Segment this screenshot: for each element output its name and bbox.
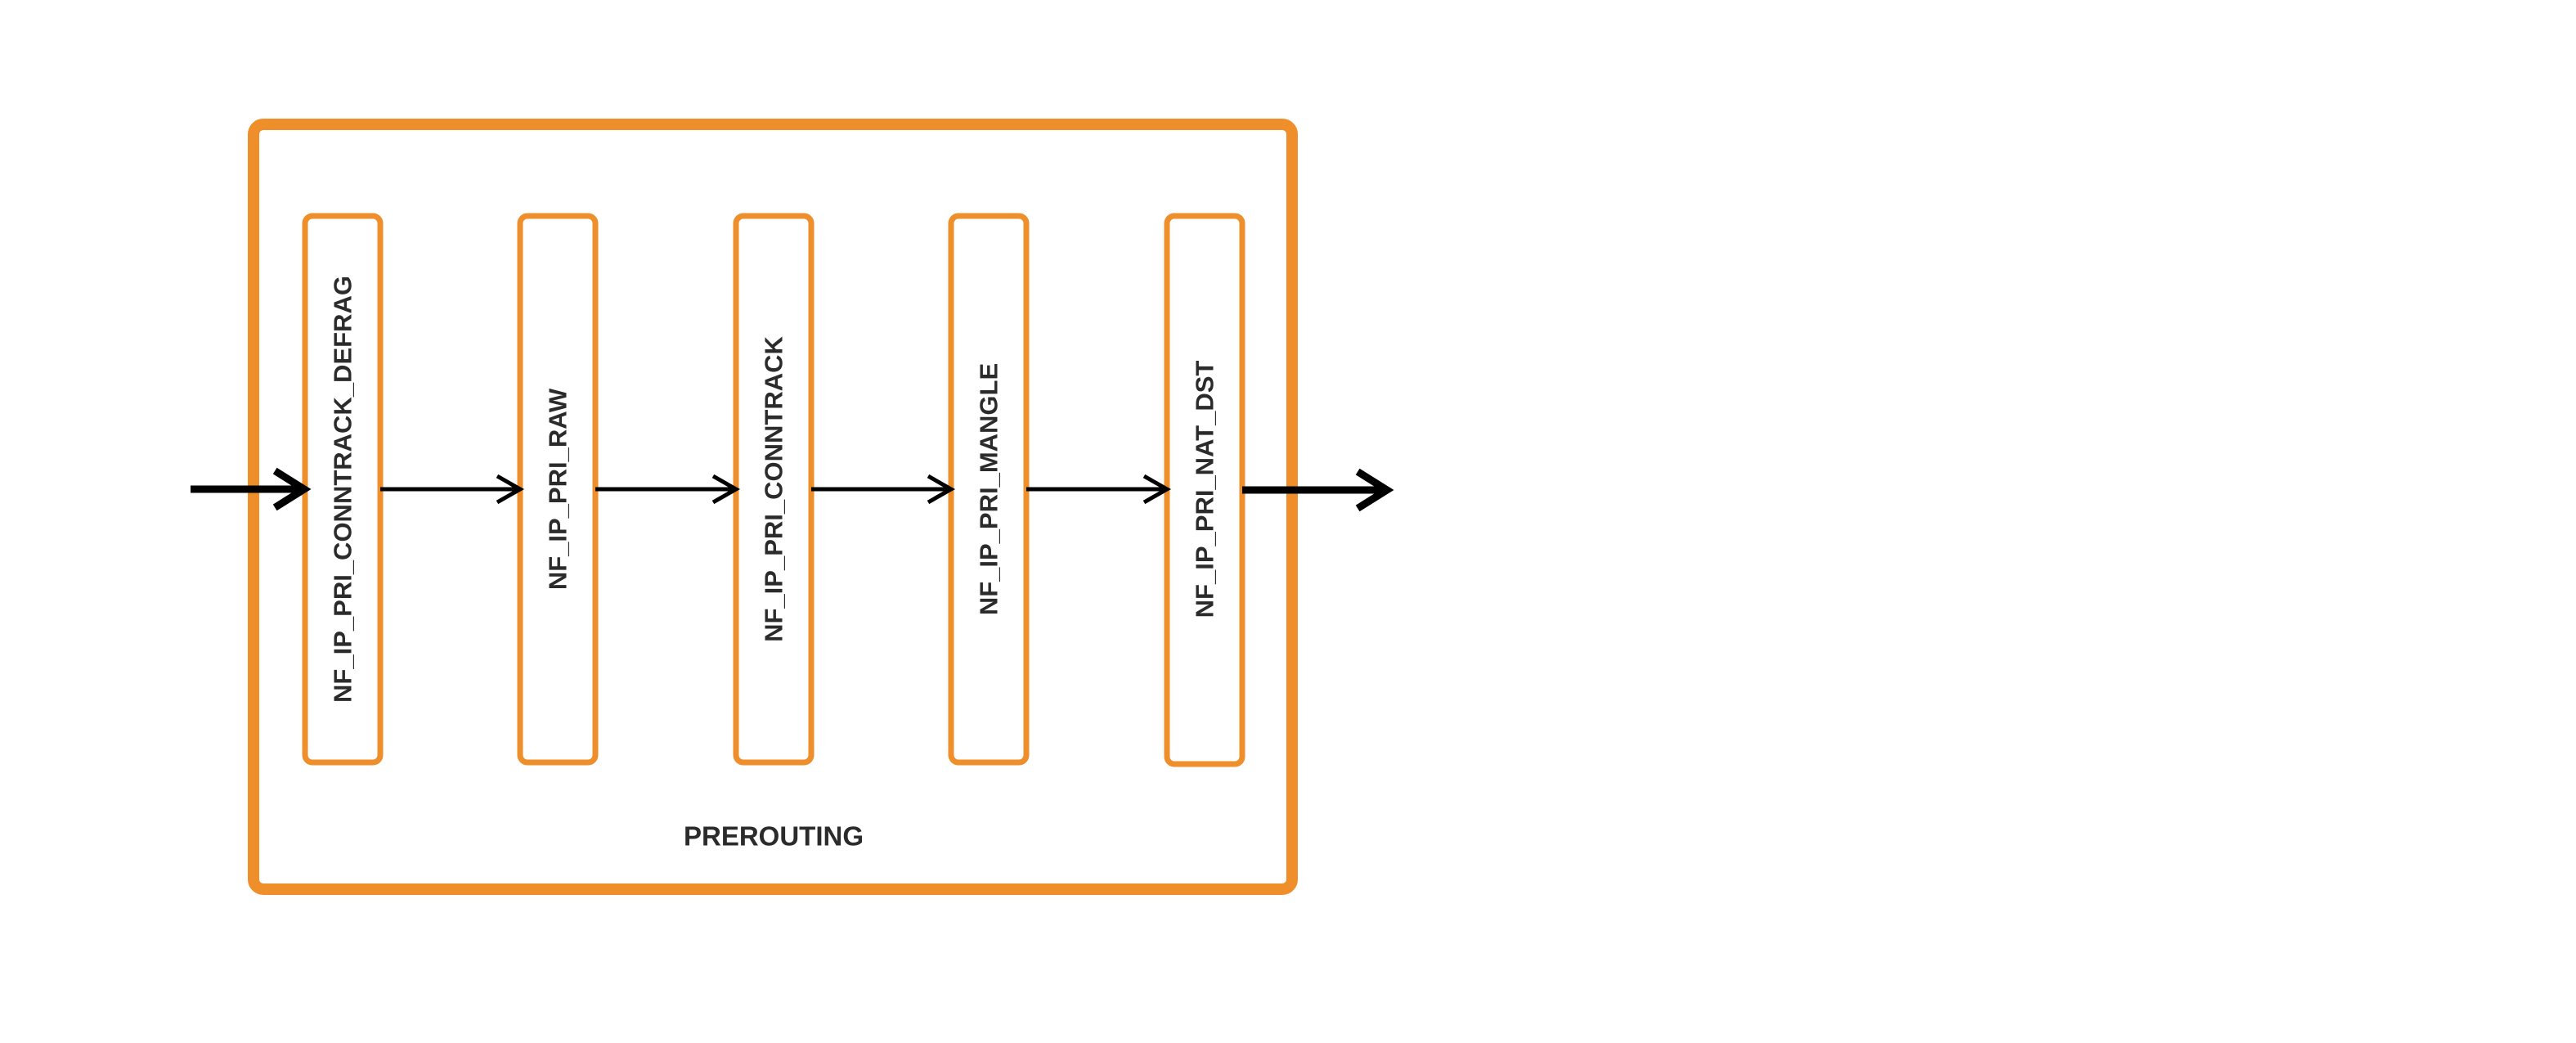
hook-label-mangle: NF_IP_PRI_MANGLE	[975, 363, 1003, 615]
exit-arrow-head	[1355, 468, 1394, 512]
exit-arrow	[1242, 468, 1394, 512]
hook-box-raw: NF_IP_PRI_RAW	[517, 213, 599, 766]
arrow-head	[496, 474, 525, 505]
arrow-head	[711, 474, 741, 505]
hook-box-mangle: NF_IP_PRI_MANGLE	[948, 213, 1030, 766]
hook-box-conntrack-defrag: NF_IP_PRI_CONNTRACK_DEFRAG	[302, 213, 384, 766]
hook-label-raw: NF_IP_PRI_RAW	[544, 388, 572, 590]
arrow-head	[927, 474, 956, 505]
hook-box-conntrack: NF_IP_PRI_CONNTRACK	[733, 213, 815, 766]
flow-arrow-raw-to-conntrack	[595, 474, 741, 505]
flow-arrow-defrag-to-raw	[380, 474, 525, 505]
flow-arrow-mangle-to-nat-dst	[1026, 474, 1172, 505]
chain-label: PREROUTING	[684, 821, 864, 852]
hook-label-conntrack: NF_IP_PRI_CONNTRACK	[760, 336, 788, 642]
hook-label-nat-dst: NF_IP_PRI_NAT_DST	[1191, 361, 1219, 618]
hook-box-nat-dst: NF_IP_PRI_NAT_DST	[1164, 213, 1245, 767]
entry-arrow	[191, 467, 312, 511]
chain-container	[248, 119, 1298, 895]
arrow-head	[1142, 474, 1172, 505]
flow-arrow-conntrack-to-mangle	[811, 474, 956, 505]
hook-label-conntrack-defrag: NF_IP_PRI_CONNTRACK_DEFRAG	[329, 276, 357, 703]
entry-arrow-head	[272, 467, 312, 511]
